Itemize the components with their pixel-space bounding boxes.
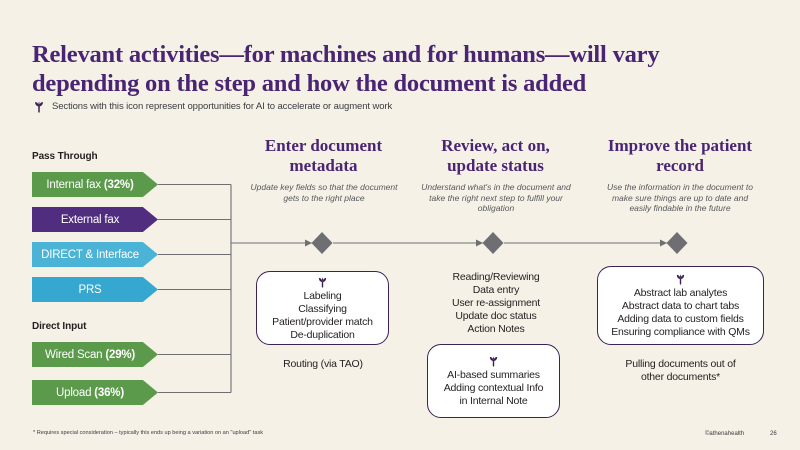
source-label: Internal fax xyxy=(46,178,101,191)
sprout-icon xyxy=(316,275,330,289)
subtitle-text: Sections with this icon represent opport… xyxy=(52,100,393,112)
task-line: User re-assignment xyxy=(451,297,540,309)
page-title: Relevant activities—for machines and for… xyxy=(32,41,660,97)
ai-box-stage-2: AI-based summaries Adding contextual Inf… xyxy=(427,344,560,418)
stage-3-extra-task: Pulling documents out of other documents… xyxy=(597,358,764,384)
sprout-icon xyxy=(487,354,501,368)
stage-title-1: Enter document metadata xyxy=(264,136,383,175)
source-label: DIRECT & Interface xyxy=(41,248,139,261)
ai-box-line: in Internal Note xyxy=(459,395,528,407)
stage-title-3: Improve the patient record xyxy=(607,136,753,175)
task-line: other documents* xyxy=(640,371,721,383)
task-line: Action Notes xyxy=(467,323,525,335)
source-arrow-direct-and-interface[interactable]: DIRECT & Interface xyxy=(32,242,158,267)
ai-box-line: Labeling xyxy=(303,289,342,302)
source-arrow-upload[interactable]: Upload (36%) xyxy=(32,380,158,405)
stage-2-task-list: Reading/Reviewing Data entry User re-ass… xyxy=(420,271,572,336)
ai-box-line: Ensuring compliance with QMs xyxy=(611,326,750,338)
subtitle-row: Sections with this icon represent opport… xyxy=(32,99,392,113)
source-label: External fax xyxy=(60,213,120,226)
task-line: Update doc status xyxy=(455,310,537,322)
stage-description-3: Use the information in the document to m… xyxy=(607,182,753,213)
task-line: Data entry xyxy=(472,284,520,296)
source-label: Wired Scan xyxy=(44,348,103,361)
footnote: * Requires special consideration – typic… xyxy=(33,430,264,436)
source-arrow-prs[interactable]: PRS xyxy=(32,277,158,302)
source-label: Upload xyxy=(56,386,92,399)
page-number: 26 xyxy=(770,431,777,437)
ai-box-stage-1: Labeling Classifying Patient/provider ma… xyxy=(256,271,389,345)
sprout-icon xyxy=(674,272,688,286)
stage-title-2: Review, act on, update status xyxy=(441,136,550,175)
stage-description-2: Understand what's in the document and ta… xyxy=(421,182,571,213)
group-label-direct-input: Direct Input xyxy=(32,321,87,332)
ai-box-line: AI-based summaries xyxy=(447,369,540,381)
source-arrow-external-fax[interactable]: External fax xyxy=(32,207,158,232)
source-percent: (29%) xyxy=(105,348,136,361)
ai-box-line: Patient/provider match xyxy=(272,315,373,328)
source-percent: (32%) xyxy=(103,178,134,191)
ai-box-line: Adding contextual Info xyxy=(443,382,544,394)
source-arrow-internal-fax[interactable]: Internal fax (32%) xyxy=(32,172,158,197)
task-line: Pulling documents out of xyxy=(625,358,736,370)
source-label: PRS xyxy=(78,283,102,296)
group-label-pass-through: Pass Through xyxy=(32,151,98,162)
source-percent: (36%) xyxy=(94,386,124,399)
stage-1-extra-task: Routing (via TAO) xyxy=(283,358,363,370)
ai-box-line: Classifying xyxy=(298,302,347,315)
ai-box-line: Abstract data to chart tabs xyxy=(621,300,740,312)
ai-box-line: De-duplication xyxy=(290,328,355,341)
ai-box-line: Adding data to custom fields xyxy=(617,313,744,325)
ai-box-line: Abstract lab analytes xyxy=(633,287,728,299)
brand-mark: ©athenahealth xyxy=(705,431,745,437)
stage-description-1: Update key fields so that the document g… xyxy=(250,182,398,203)
task-line: Reading/Reviewing xyxy=(452,271,540,283)
source-arrow-wired-scan[interactable]: Wired Scan (29%) xyxy=(32,342,158,367)
sprout-icon xyxy=(32,99,46,113)
ai-box-stage-3: Abstract lab analytes Abstract data to c… xyxy=(597,266,764,345)
